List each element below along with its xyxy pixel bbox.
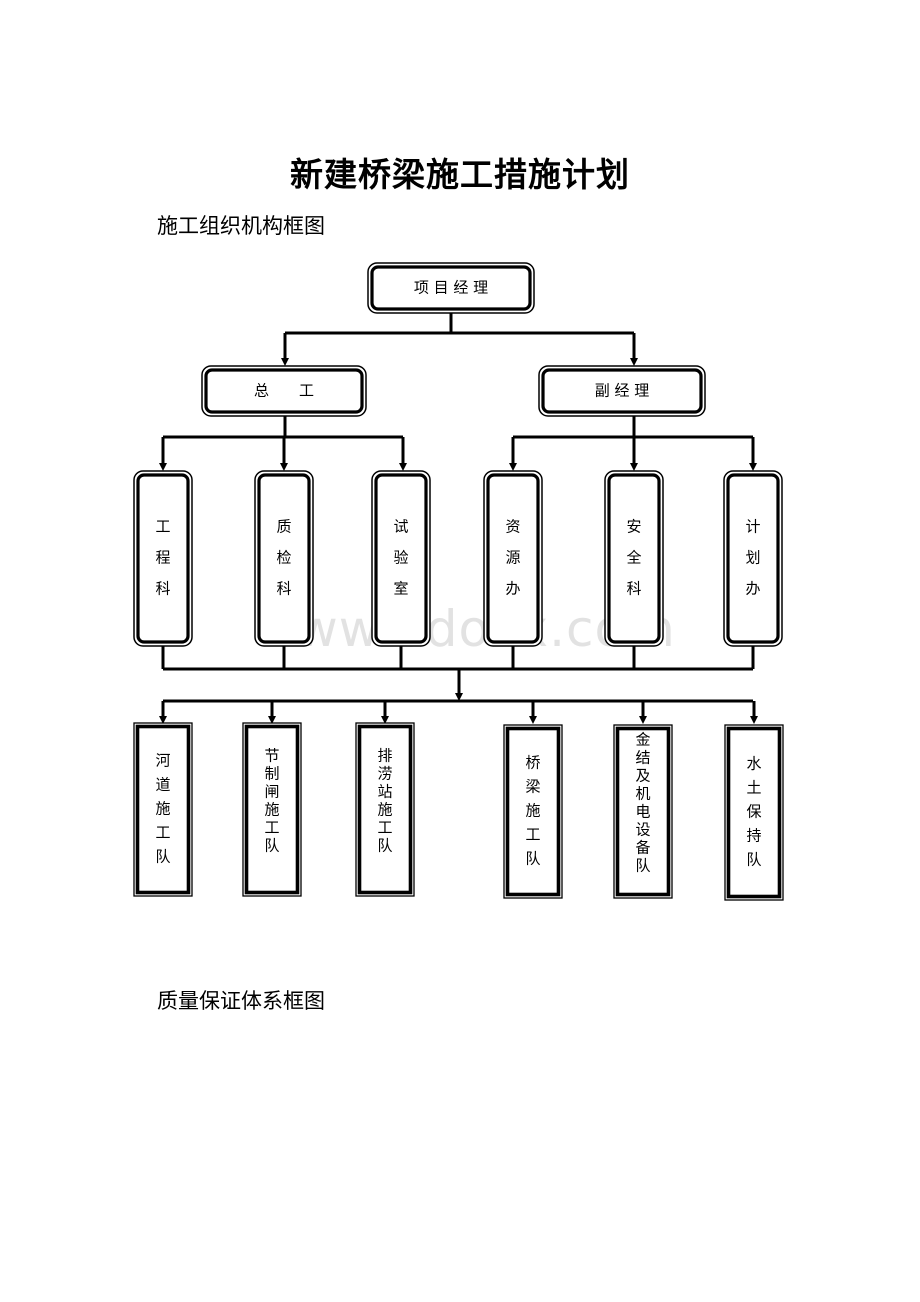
team-label: 队 [155, 848, 170, 866]
team-label: 工 [377, 819, 392, 837]
team-label: 闸 [264, 783, 279, 801]
dept-label: 试 [393, 518, 408, 536]
dept-box: 资源办 [483, 470, 543, 647]
team-label: 工 [155, 824, 170, 842]
dept-label: 科 [276, 580, 291, 598]
team-label: 保 [746, 803, 761, 821]
team-label: 施 [155, 800, 170, 818]
team-label: 节 [264, 747, 279, 765]
team-label: 机 [635, 785, 650, 803]
team-label: 梁 [525, 778, 540, 796]
box-label: 项 目 经 理 [414, 279, 488, 297]
dept-box: 计划办 [723, 470, 783, 647]
team-label: 涝 [377, 765, 392, 783]
dept-label: 质 [276, 518, 291, 536]
team-label: 施 [264, 801, 279, 819]
team-label: 河 [155, 752, 170, 770]
dept-label: 源 [505, 549, 520, 567]
box-project-manager: 项 目 经 理 [367, 262, 535, 314]
team-label: 队 [377, 837, 392, 855]
team-label: 工 [525, 826, 540, 844]
team-label: 金 [635, 731, 650, 749]
team-label: 队 [746, 851, 761, 869]
team-label: 施 [525, 802, 540, 820]
section-heading-quality: 质量保证体系框图 [157, 989, 325, 1013]
box-label: 总 工 [254, 382, 314, 400]
dept-label: 验 [393, 549, 408, 567]
dept-box: 试验室 [371, 470, 431, 647]
box-deputy-manager: 副 经 理 [538, 365, 706, 417]
team-label: 设 [635, 821, 650, 839]
dept-box: 质检科 [254, 470, 314, 647]
dept-label: 办 [505, 580, 520, 598]
team-label: 队 [525, 850, 540, 868]
team-label: 制 [264, 765, 279, 783]
team-label: 队 [635, 857, 650, 875]
team-label: 桥 [525, 754, 540, 772]
page-title: 新建桥梁施工措施计划 [290, 155, 630, 194]
dept-label: 计 [745, 518, 760, 536]
section-heading-org: 施工组织机构框图 [157, 214, 325, 238]
box-label: 副 经 理 [595, 382, 650, 400]
dept-label: 资 [505, 518, 520, 536]
team-label: 备 [635, 839, 650, 857]
dept-label: 科 [626, 580, 641, 598]
connector-lines [159, 313, 758, 724]
dept-label: 科 [155, 580, 170, 598]
dept-label: 检 [276, 549, 291, 567]
chart-boxes: 项 目 经 理总 工副 经 理工程科质检科试验室资源办安全科计划办河道施工队节制… [133, 262, 784, 901]
team-label: 道 [155, 776, 170, 794]
team-label: 及 [635, 767, 650, 785]
dept-label: 程 [155, 549, 170, 567]
box-chief-engineer: 总 工 [201, 365, 367, 417]
dept-label: 工 [155, 518, 170, 536]
team-label: 排 [377, 747, 392, 765]
team-label: 站 [377, 783, 392, 801]
team-label: 持 [746, 827, 761, 845]
dept-label: 办 [745, 580, 760, 598]
dept-box: 工程科 [133, 470, 193, 647]
dept-label: 划 [745, 549, 760, 567]
team-label: 工 [264, 819, 279, 837]
team-label: 土 [746, 779, 761, 797]
team-label: 队 [264, 837, 279, 855]
dept-label: 全 [626, 549, 641, 567]
team-label: 施 [377, 801, 392, 819]
team-label: 水 [746, 755, 761, 773]
dept-box: 安全科 [604, 470, 664, 647]
dept-label: 安 [626, 518, 641, 536]
dept-label: 室 [393, 580, 408, 598]
team-label: 电 [635, 803, 650, 821]
team-label: 结 [635, 749, 650, 767]
